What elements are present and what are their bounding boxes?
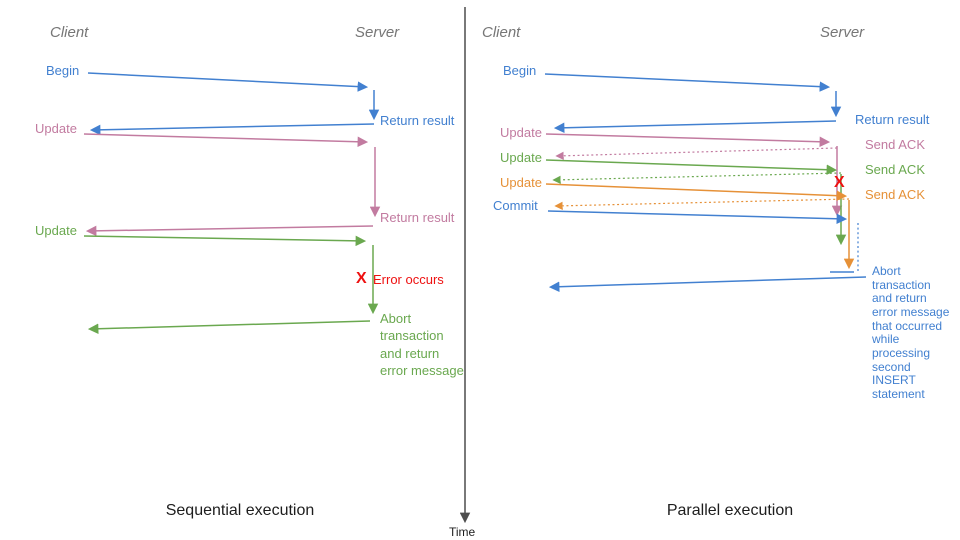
par-update-3-label: Update [500,175,542,190]
par-commit-label: Commit [493,198,538,213]
par-update-1-arrow [545,133,831,148]
par-title: Parallel execution [666,502,794,519]
par-abort-return-arrow [548,276,867,292]
par-begin-label: Begin [503,63,537,78]
seq-return-result-1-label: Return result [380,113,455,128]
seq-return-result-1-arrow [89,123,375,136]
par-commit-arrow [547,210,848,225]
seq-abort-return-arrow [87,320,371,335]
seq-update-2-arrow [83,235,367,247]
seq-begin-arrow [87,72,369,92]
par-server-header: Server [820,24,865,41]
par-error-x-icon: X [834,174,845,191]
par-return-result-arrow [553,120,837,134]
seq-error-x-icon: X [356,270,367,287]
seq-server-header: Server [355,24,400,41]
par-update-2-label: Update [500,150,542,165]
seq-update-2-label: Update [35,223,77,238]
par-update-3-arrow [545,183,848,201]
par-abort-label: Abort transaction and return error messa… [872,264,950,402]
seq-title: Sequential execution [165,502,315,519]
par-update-1-label: Update [500,125,542,140]
par-client-header: Client [482,24,521,41]
seq-update-1-arrow [83,133,369,148]
seq-abort-label: Abort transaction and return error messa… [380,311,464,378]
par-begin-arrow [544,73,831,92]
par-ack-1-label: Send ACK [865,137,925,152]
seq-return-result-2-label: Return result [380,210,455,225]
time-axis-label: Time [449,525,476,539]
par-ack-1-dotted-arrow [555,147,838,161]
par-update-2-arrow [545,159,838,175]
par-ack-3-dotted-arrow [554,198,850,211]
par-ack-2-label: Send ACK [865,162,925,177]
seq-update-1-label: Update [35,121,77,136]
seq-begin-label: Begin [46,63,80,78]
par-return-result-label: Return result [855,112,930,127]
par-ack-3-label: Send ACK [865,187,925,202]
seq-return-result-2-arrow [85,225,374,237]
par-ack-2-dotted-arrow [552,172,842,185]
seq-error-label: Error occurs [373,272,444,287]
seq-client-header: Client [50,24,89,41]
